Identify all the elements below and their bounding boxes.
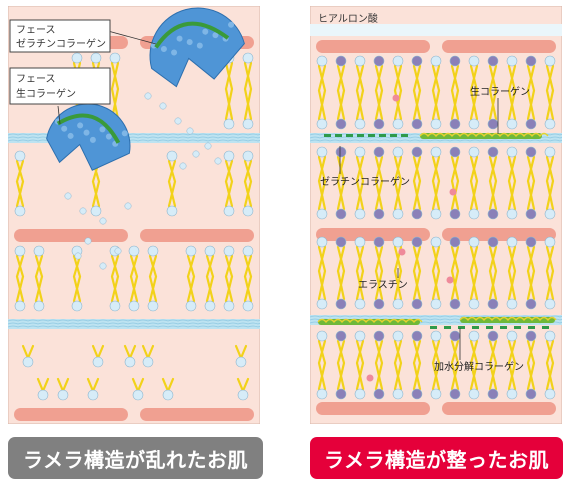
caption-ordered-skin: ラメラ構造が整ったお肌	[310, 437, 563, 479]
hyaluronic-layer	[310, 24, 562, 36]
keratinocyte	[140, 229, 254, 242]
label-hydrolyzed-collagen: 加水分解コラーゲン	[434, 360, 524, 373]
label-gelatin-line1: フェース	[16, 25, 56, 36]
label-gelatin-box: フェース ゼラチンコラーゲン	[9, 19, 157, 53]
label-gelatin-collagen: ゼラチンコラーゲン	[320, 176, 410, 188]
disordered-lamellar-panel: フェース ゼラチンコラーゲン フェース 生コラーゲン	[8, 6, 260, 424]
lipid-bilayers	[316, 55, 556, 400]
collagen-fiber-icon	[317, 132, 557, 329]
keratinocyte	[140, 408, 254, 421]
label-raw-collagen: 生コラーゲン	[470, 85, 530, 98]
scattered-collagen-particles	[64, 92, 222, 270]
elastin-dots	[366, 94, 457, 382]
keratinocyte	[316, 40, 430, 53]
keratinocyte	[316, 228, 430, 241]
label-raw-line1: フェース	[16, 74, 56, 85]
keratinocyte	[14, 408, 128, 421]
collagen-sphere-icon	[46, 7, 245, 171]
label-elastin: エラスチン	[358, 279, 408, 291]
caption-disordered-skin: ラメラ構造が乱れたお肌	[8, 437, 263, 479]
keratinocyte-cells	[316, 40, 556, 415]
label-raw-line2: 生コラーゲン	[16, 87, 76, 100]
label-gelatin-line2: ゼラチンコラーゲン	[16, 38, 106, 50]
keratinocyte	[442, 228, 556, 241]
ordered-lamellar-panel: ヒアルロン酸 生コラーゲン ゼラチンコラーゲン エラスチン 加水分解コラーゲン	[310, 6, 562, 424]
label-raw-box: フェース 生コラーゲン	[9, 67, 111, 125]
label-hyaluronic: ヒアルロン酸	[318, 12, 378, 25]
keratinocyte	[442, 402, 556, 415]
keratinocyte	[316, 402, 430, 415]
ordered-lamellar-diagram: ヒアルロン酸 生コラーゲン ゼラチンコラーゲン エラスチン 加水分解コラーゲン	[310, 6, 562, 424]
keratinocyte	[14, 229, 128, 242]
keratinocyte	[442, 40, 556, 53]
disordered-lamellar-diagram: フェース ゼラチンコラーゲン フェース 生コラーゲン	[8, 6, 260, 424]
